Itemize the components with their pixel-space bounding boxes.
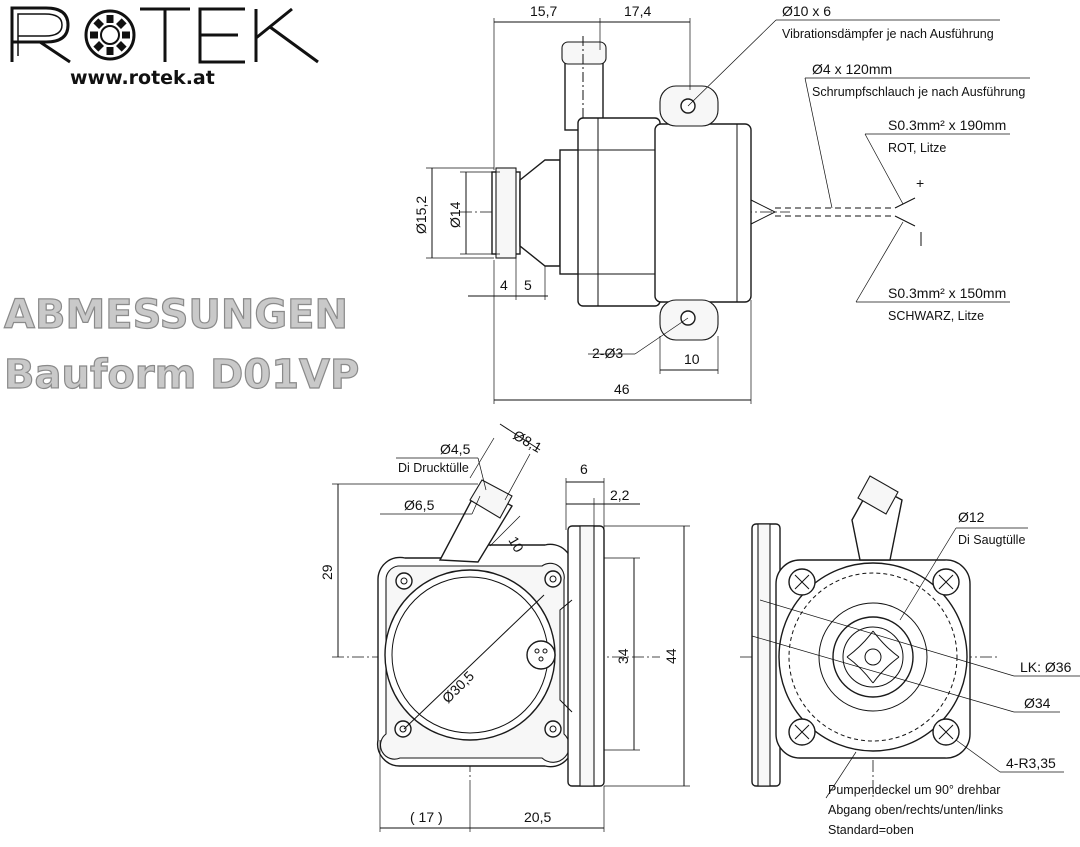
damper-dim: Ø10 x 6 xyxy=(782,3,831,19)
dia-12: Ø12 xyxy=(958,509,985,525)
dia-6-5: Ø6,5 xyxy=(404,497,435,513)
di-saug-label: Di Saugtülle xyxy=(958,533,1025,547)
title-abmessungen: ABMESSUNGEN xyxy=(4,292,348,338)
wire-red-dim: S0.3mm² x 190mm xyxy=(888,117,1006,133)
note-line1: Pumpendeckel um 90° drehbar xyxy=(828,783,1000,797)
radius-dim: 4-R3,35 xyxy=(1006,755,1056,771)
dim-17: ( 17 ) xyxy=(410,809,443,825)
rear-view: Ø12 Di Saugtülle LK: Ø36 Ø34 4-R3,35 Pum… xyxy=(740,475,1080,837)
dim-6: 6 xyxy=(580,461,588,477)
dim-20-5: 20,5 xyxy=(524,809,551,825)
dim-4: 4 xyxy=(500,277,508,293)
tube-dim: Ø4 x 120mm xyxy=(812,61,892,77)
front-view: Ø30,5 Ø8,1 Ø4,5 Di Drucktülle Ø6,5 10 6 … xyxy=(319,423,690,832)
dim-10-top: 10 xyxy=(684,351,700,367)
dim-46: 46 xyxy=(614,381,630,397)
dim-5: 5 xyxy=(524,277,532,293)
dim-2-2: 2,2 xyxy=(610,487,630,503)
dia-14: Ø14 xyxy=(447,201,463,228)
wire-red-note: ROT, Litze xyxy=(888,141,946,155)
dim-34: 34 xyxy=(615,648,631,664)
lk-dia-36: LK: Ø36 xyxy=(1020,659,1072,675)
title-bauform: Bauform D01VP xyxy=(4,352,359,398)
dim-17-4: 17,4 xyxy=(624,3,651,19)
dim-10-front: 10 xyxy=(505,534,527,556)
plus-sign: + xyxy=(916,175,924,191)
holes-dim: 2-Ø3 xyxy=(592,345,623,361)
wire-black-dim: S0.3mm² x 150mm xyxy=(888,285,1006,301)
note-line3: Standard=oben xyxy=(828,823,914,837)
dim-15-7: 15,7 xyxy=(530,3,557,19)
dia-34-rear: Ø34 xyxy=(1024,695,1051,711)
dim-44: 44 xyxy=(663,648,679,664)
screw-icon xyxy=(788,568,960,746)
wire-black-note: SCHWARZ, Litze xyxy=(888,309,984,323)
rotek-logo: www.rotek.at xyxy=(10,6,319,89)
top-view: 15,7 17,4 Ø10 x 6 Vibrationsdämpfer je n… xyxy=(413,3,1030,404)
gear-icon xyxy=(84,9,136,61)
damper-note: Vibrationsdämpfer je nach Ausführung xyxy=(782,27,994,41)
note-line2: Abgang oben/rechts/unten/links xyxy=(828,803,1003,817)
dia-4-5: Ø4,5 xyxy=(440,441,471,457)
tube-note: Schrumpfschlauch je nach Ausführung xyxy=(812,85,1025,99)
dia-8-1: Ø8,1 xyxy=(511,427,545,456)
di-druck-label: Di Drucktülle xyxy=(398,461,469,475)
logo-url[interactable]: www.rotek.at xyxy=(70,67,215,89)
dim-29: 29 xyxy=(319,564,335,580)
dia-15-2: Ø15,2 xyxy=(413,196,429,234)
